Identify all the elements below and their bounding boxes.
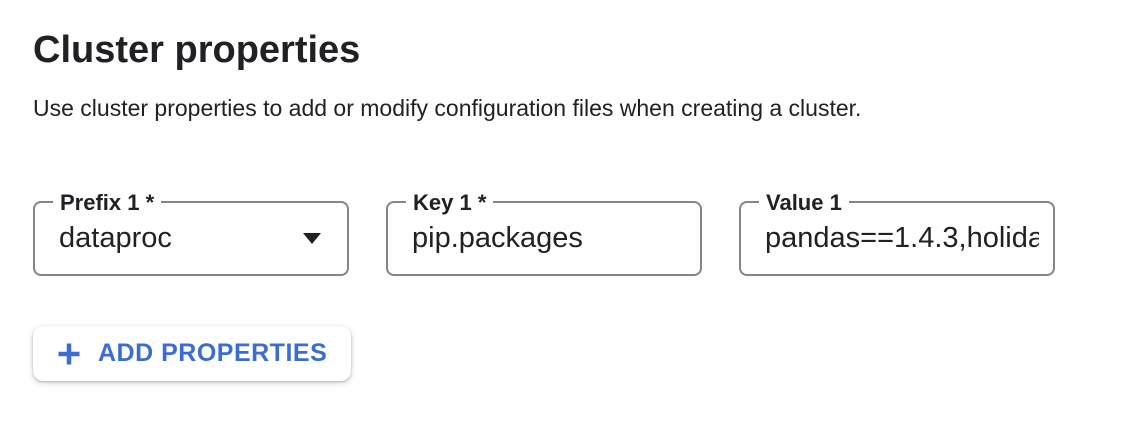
plus-icon xyxy=(55,340,83,368)
add-properties-button-label: ADD PROPERTIES xyxy=(98,339,328,368)
add-properties-button[interactable]: ADD PROPERTIES xyxy=(33,326,352,382)
prefix-select[interactable]: dataproc xyxy=(35,203,347,274)
prefix-select-value: dataproc xyxy=(59,222,172,255)
key-field-label: Key 1 * xyxy=(406,190,494,217)
actions-row: ADD PROPERTIES xyxy=(33,326,1122,382)
dropdown-arrow-icon xyxy=(303,233,321,245)
page-description: Use cluster properties to add or modify … xyxy=(33,94,862,121)
key-field: Key 1 * xyxy=(386,190,702,277)
prefix-field-label: Prefix 1 * xyxy=(53,190,162,217)
cluster-properties-section: Cluster properties Use cluster propertie… xyxy=(33,29,1122,382)
property-fields-row: Prefix 1 * dataproc Key 1 * Value 1 xyxy=(33,190,1122,277)
page-title: Cluster properties xyxy=(33,29,361,71)
prefix-field: Prefix 1 * dataproc xyxy=(33,190,349,277)
value-field: Value 1 xyxy=(739,190,1055,277)
value-field-label: Value 1 xyxy=(759,190,849,217)
